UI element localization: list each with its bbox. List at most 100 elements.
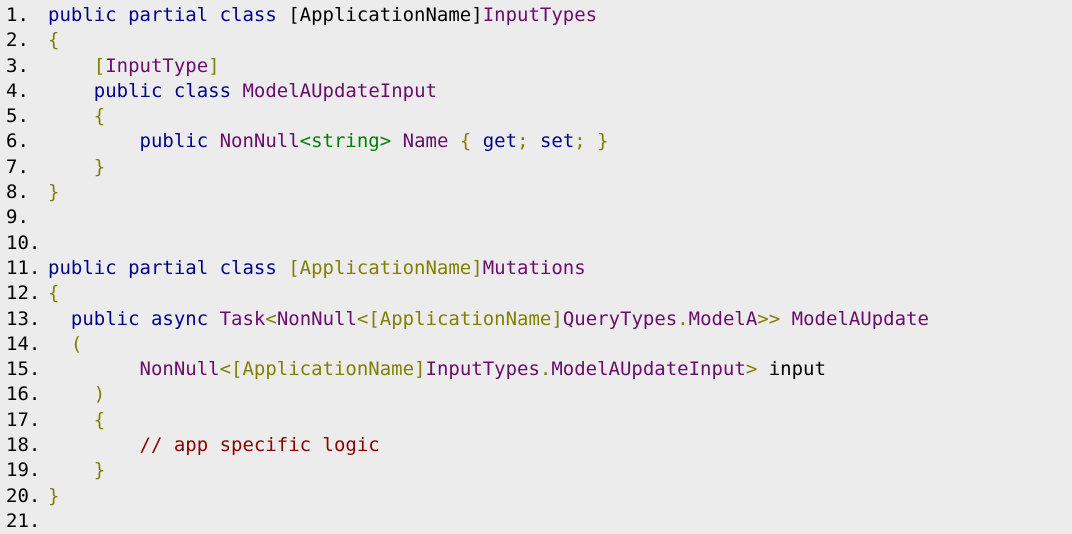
code-indent (48, 130, 140, 152)
code-token-keyword: public (139, 130, 220, 153)
code-line: 17. { (0, 408, 1072, 433)
code-token-punct: ) (93, 383, 106, 406)
line-code: public partial class [ApplicationName]Mu… (48, 256, 1072, 281)
code-line: 2. { (0, 28, 1072, 53)
line-code: public NonNull<string> Name { get; set; … (48, 129, 1072, 154)
code-indent (48, 156, 94, 178)
code-line: 13. public async Task<NonNull<[Applicati… (0, 307, 1072, 332)
line-number: 7. (6, 155, 29, 178)
line-code: { (48, 281, 1072, 306)
line-number: 8. (6, 181, 29, 204)
line-number: 17. (6, 408, 41, 431)
line-number: 10. (6, 231, 41, 254)
code-indent (48, 434, 140, 456)
code-token-keyword: public async (70, 307, 220, 330)
code-token-punct: ] (208, 54, 220, 77)
code-indent (48, 308, 71, 330)
code-token-comment: // app specific logic (139, 434, 380, 457)
line-code: [InputType] (48, 54, 1072, 79)
code-token-plain: input (768, 358, 826, 381)
code-token-type: NonNull (139, 358, 220, 381)
code-line: 10. (0, 231, 1072, 256)
line-number: 13. (6, 307, 41, 330)
code-token-plain (391, 130, 402, 152)
code-token-punct: { (93, 408, 106, 431)
line-code: NonNull<[ApplicationName]InputTypes.Mode… (48, 357, 1072, 382)
code-token-type: Task (219, 307, 266, 330)
code-token-punct: } (93, 155, 106, 178)
code-token-type: NonNull (276, 307, 357, 330)
code-token-punct: } (48, 181, 60, 204)
line-number: 11. (6, 256, 41, 279)
code-line: 14. ( (0, 332, 1072, 357)
line-number: 1. (6, 4, 29, 26)
line-code: public async Task<NonNull<[ApplicationNa… (48, 307, 1072, 332)
code-token-punct: ( (70, 332, 83, 355)
line-code: ( (48, 332, 1072, 357)
code-line: 1. public partial class [ApplicationName]… (0, 3, 1072, 28)
code-token-type: ModelA (688, 307, 758, 330)
line-number: 9. (6, 206, 29, 229)
code-token-keyword: public partial class (48, 256, 289, 279)
line-number: 2. (6, 29, 29, 52)
code-line: 12. { (0, 281, 1072, 306)
code-token-punct: >> (757, 307, 792, 330)
line-number: 16. (6, 383, 41, 406)
code-token-punct: } (93, 459, 106, 482)
line-code: ) (48, 382, 1072, 407)
code-token-type: ModelAUpdateInput (242, 79, 437, 102)
code-token-punct: . (539, 358, 552, 381)
code-indent (48, 105, 94, 127)
code-token-punct: { (93, 105, 106, 128)
code-line: 4. public class ModelAUpdateInput (0, 79, 1072, 104)
code-line: 9. (0, 205, 1072, 230)
code-indent (48, 459, 94, 481)
code-token-keyword: public partial class (48, 4, 289, 26)
code-token-generic: <string> (299, 130, 392, 153)
code-token-punct: { (448, 130, 483, 153)
code-line: 19. } (0, 458, 1072, 483)
code-token-type: Name (402, 130, 449, 153)
line-code: public partial class [ApplicationName]In… (48, 3, 1072, 28)
line-number: 12. (6, 282, 41, 305)
line-code: } (48, 484, 1072, 509)
line-number: 15. (6, 358, 41, 381)
code-token-punct: } (48, 484, 60, 507)
code-line: 15. NonNull<[ApplicationName]InputTypes.… (0, 357, 1072, 382)
code-indent (48, 55, 94, 77)
code-line: 6. public NonNull<string> Name { get; se… (0, 129, 1072, 154)
code-token-plain: [ApplicationName] (288, 4, 483, 26)
code-token-keyword: public class (93, 79, 243, 102)
line-number: 19. (6, 459, 41, 482)
line-code: // app specific logic (48, 433, 1072, 458)
code-line: 8.} (0, 180, 1072, 205)
code-token-punct: < (265, 307, 277, 330)
line-number: 21. (6, 509, 41, 532)
code-token-punct: <[ApplicationName] (219, 358, 426, 381)
code-line: 3. [InputType] (0, 54, 1072, 79)
code-token-type: NonNull (219, 130, 300, 153)
code-token-type: InputType (105, 54, 209, 77)
line-number: 4. (6, 79, 29, 102)
line-code: { (48, 28, 1072, 53)
code-token-keyword: set (539, 130, 575, 153)
line-code: } (48, 180, 1072, 205)
line-code: { (48, 104, 1072, 129)
line-number: 3. (6, 54, 29, 77)
code-token-type: InputTypes (425, 358, 540, 381)
line-code: } (48, 155, 1072, 180)
line-number: 14. (6, 332, 41, 355)
code-line: 7. } (0, 155, 1072, 180)
line-number: 20. (6, 484, 41, 507)
code-line: 20.} (0, 484, 1072, 509)
code-token-punct: [ (93, 54, 106, 77)
code-token-punct: > (745, 358, 769, 381)
code-token-punct: <[ApplicationName] (356, 307, 563, 330)
code-line: 16. ) (0, 382, 1072, 407)
line-number: 5. (6, 105, 29, 128)
code-token-type: ModelAUpdate (791, 307, 929, 330)
line-number: 6. (6, 130, 29, 153)
code-indent (48, 358, 140, 380)
code-line: 18. // app specific logic (0, 433, 1072, 458)
